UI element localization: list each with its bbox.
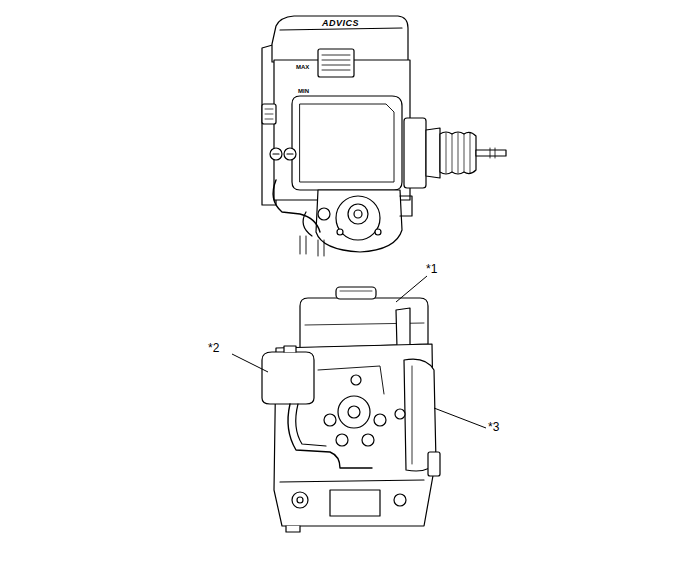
part-marking: ADVICS	[322, 19, 359, 28]
callout-number: *1	[426, 263, 437, 275]
part-marking: MAX	[296, 64, 309, 70]
leader-line	[232, 354, 268, 372]
part-marking: MIN	[298, 88, 309, 94]
leader-line	[396, 276, 427, 302]
leader-line	[434, 408, 486, 428]
callout-number: *3	[488, 421, 499, 433]
callout-number: *2	[208, 342, 219, 354]
